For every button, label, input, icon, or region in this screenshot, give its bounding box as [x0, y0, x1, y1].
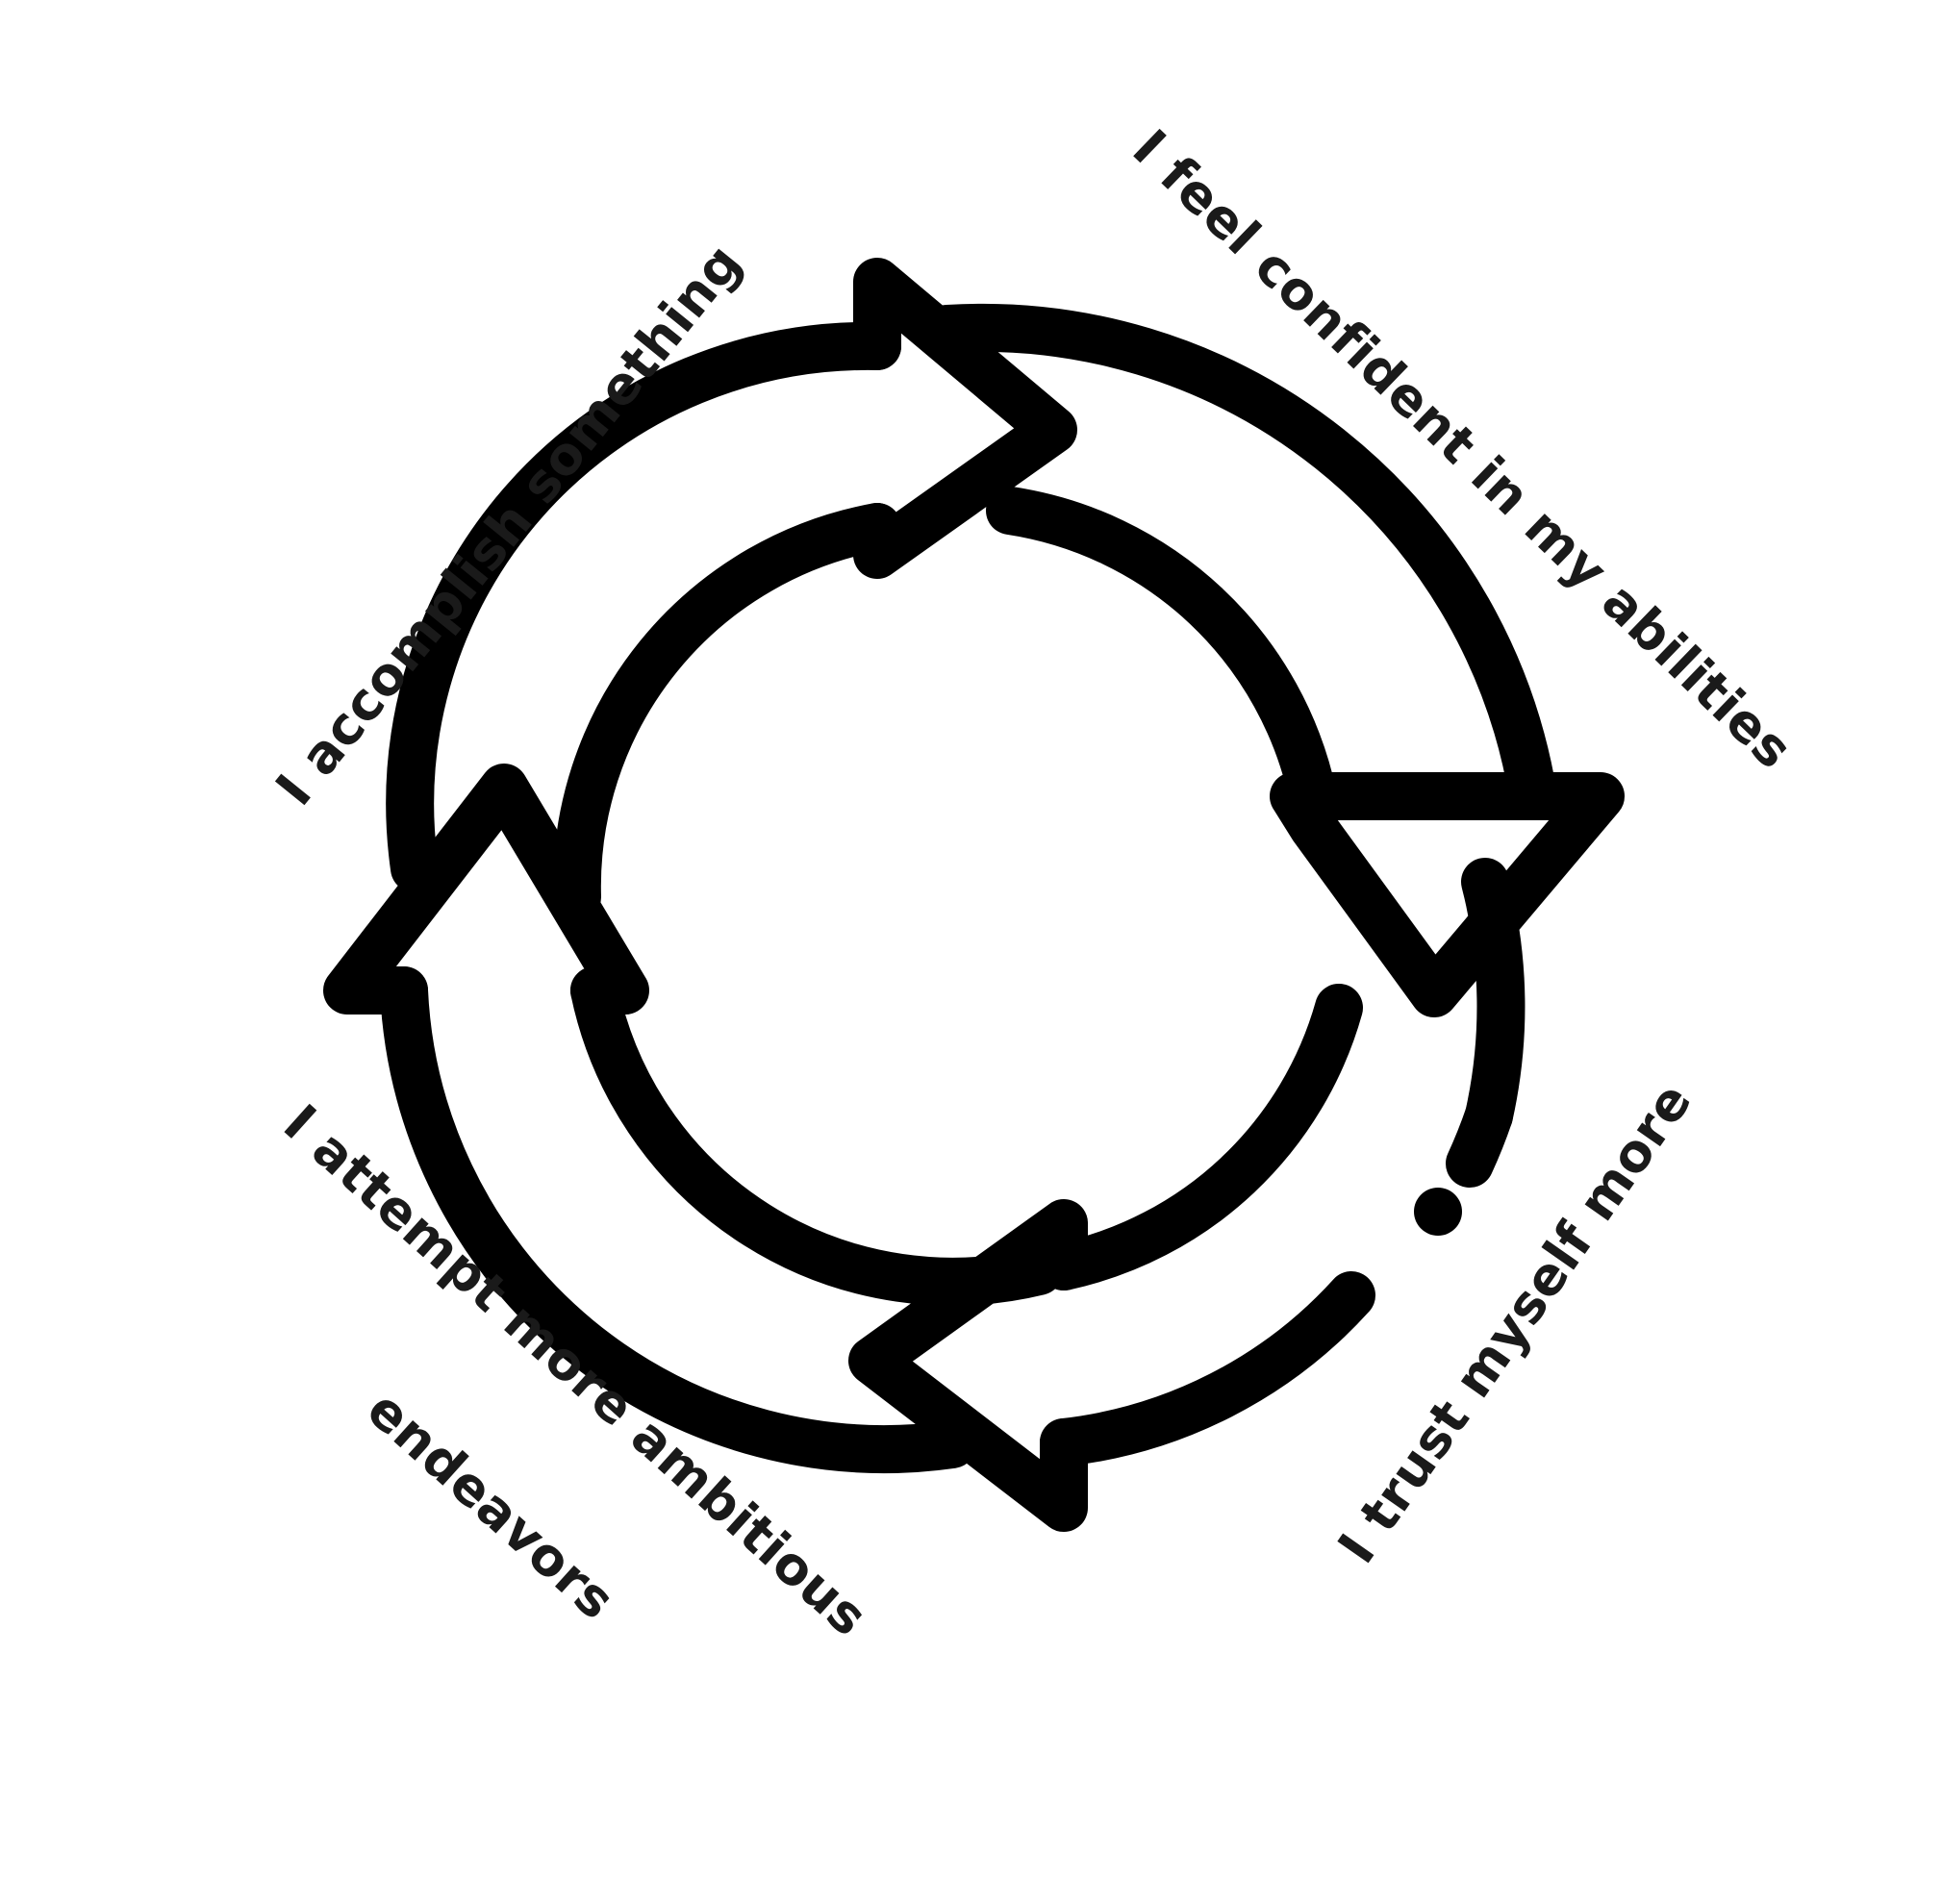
step-label-trust: I trust myself more — [1326, 1072, 1703, 1574]
arrow-left — [323, 764, 1063, 1473]
arrow-right — [923, 303, 1625, 1017]
arrow-bottom — [848, 858, 1526, 1532]
dot — [1414, 1188, 1462, 1236]
step-label-confident: I feel confident in my abilities — [1122, 118, 1804, 781]
arrow-top — [386, 258, 1077, 921]
step-label-accomplish: I accomplish something — [265, 233, 754, 817]
circular-arrows-icon — [323, 258, 1625, 1532]
